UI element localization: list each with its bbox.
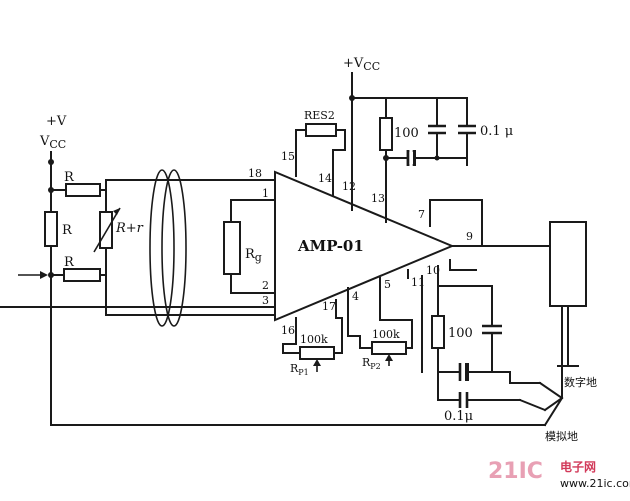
digital-load-box [549, 221, 587, 307]
pin-16: 16 [281, 324, 295, 337]
digital-ground-label: 数字地 [564, 375, 597, 389]
offset-pot-rp1: 100k RP1 [282, 299, 343, 377]
analog-ground-label: 模拟地 [545, 429, 578, 443]
arrow-head [113, 208, 120, 215]
wire [543, 396, 564, 412]
capacitor-top-label: 0.1 μ [480, 124, 513, 139]
capacitor-bottom-label: 0.1μ [444, 409, 473, 424]
pin-9: 9 [466, 230, 473, 243]
shielded-cable [105, 169, 276, 327]
offset-pot-rp2: 100k RP2 [347, 277, 413, 371]
input-arrow-head [40, 271, 48, 279]
cable-shield-ring-2 [161, 169, 187, 327]
junction-dot [434, 155, 440, 161]
analog-ground-star: 模拟地 [50, 381, 578, 443]
resistor-rg [223, 221, 241, 275]
resistor-res2 [305, 123, 337, 137]
supply-decoupling: +VCC 100 0.1 μ [343, 56, 513, 223]
output-network: 数字地 [429, 199, 597, 399]
cable-shield-ring-1 [149, 169, 175, 327]
resistor-r-top-label: R [64, 170, 75, 185]
resistor-r-top [65, 183, 101, 197]
wire [538, 381, 564, 427]
pin-5: 5 [384, 278, 391, 291]
rp2-name-label: RP2 [362, 356, 381, 371]
res2-network: RES2 [295, 109, 346, 197]
resistor-100-top [379, 117, 393, 151]
pot-wiper-arrow [385, 354, 393, 361]
pin-1: 1 [262, 187, 269, 200]
resistor-rg-label: Rg [245, 247, 262, 264]
resistor-r-left [44, 211, 58, 247]
pin-15: 15 [281, 150, 295, 163]
resistor-r-bottom-label: R [64, 255, 75, 270]
cap-plate-filled [413, 150, 416, 166]
variable-resistor-arrow [93, 207, 121, 253]
resistor-100-bottom [431, 315, 445, 349]
supply-label-top: +VCC [343, 56, 380, 73]
bridge-circuit: +V VCC R R R R+r [0, 114, 276, 426]
pin-12: 12 [342, 180, 356, 193]
resistor-r-plus-r [99, 211, 113, 249]
rp2-value-label: 100k [372, 328, 400, 341]
supply-label-vcc: VCC [39, 134, 66, 151]
watermark-site: 电子网 [560, 459, 596, 474]
cap-plate-filled [465, 363, 469, 381]
watermark: 21IC 电子网 www.21ic.com [488, 459, 630, 490]
pin-17: 17 [322, 300, 336, 313]
pin-4: 4 [352, 290, 359, 303]
pin-10: 10 [426, 264, 440, 277]
resistor-100-top-label: 100 [394, 126, 419, 141]
pin-3: 3 [262, 294, 269, 307]
resistor-res2-label: RES2 [304, 109, 335, 122]
rp1-name-label: RP1 [290, 362, 309, 377]
junction-dot [48, 159, 54, 165]
wire [518, 398, 547, 412]
supply-label-v: +V [46, 114, 67, 129]
pot-wiper-arrow [313, 359, 321, 366]
amp01-amplifier: AMP-01 18 1 2 3 15 14 12 13 7 9 10 11 5 … [248, 150, 473, 337]
rp1-value-label: 100k [300, 333, 328, 346]
potentiometer-rp2 [371, 341, 407, 355]
cap-gap [409, 152, 414, 164]
resistor-r-plus-r-label: R+r [115, 221, 144, 236]
pin-2: 2 [262, 279, 269, 292]
pin-14: 14 [318, 172, 332, 185]
pin-13: 13 [371, 192, 385, 205]
amplifier-triangle [274, 170, 455, 322]
amplifier-name: AMP-01 [297, 237, 364, 255]
pin-18: 18 [248, 167, 262, 180]
pin-7: 7 [418, 208, 425, 221]
gain-resistor: Rg [223, 199, 276, 294]
watermark-logo: 21IC [488, 459, 543, 484]
resistor-r-bottom [63, 268, 101, 282]
resistor-r-left-label: R [62, 223, 73, 238]
resistor-100-bottom-label: 100 [448, 326, 473, 341]
watermark-url: www.21ic.com [560, 477, 630, 490]
potentiometer-rp1 [299, 346, 335, 360]
output-rc-network: 100 0.1μ [407, 259, 541, 424]
